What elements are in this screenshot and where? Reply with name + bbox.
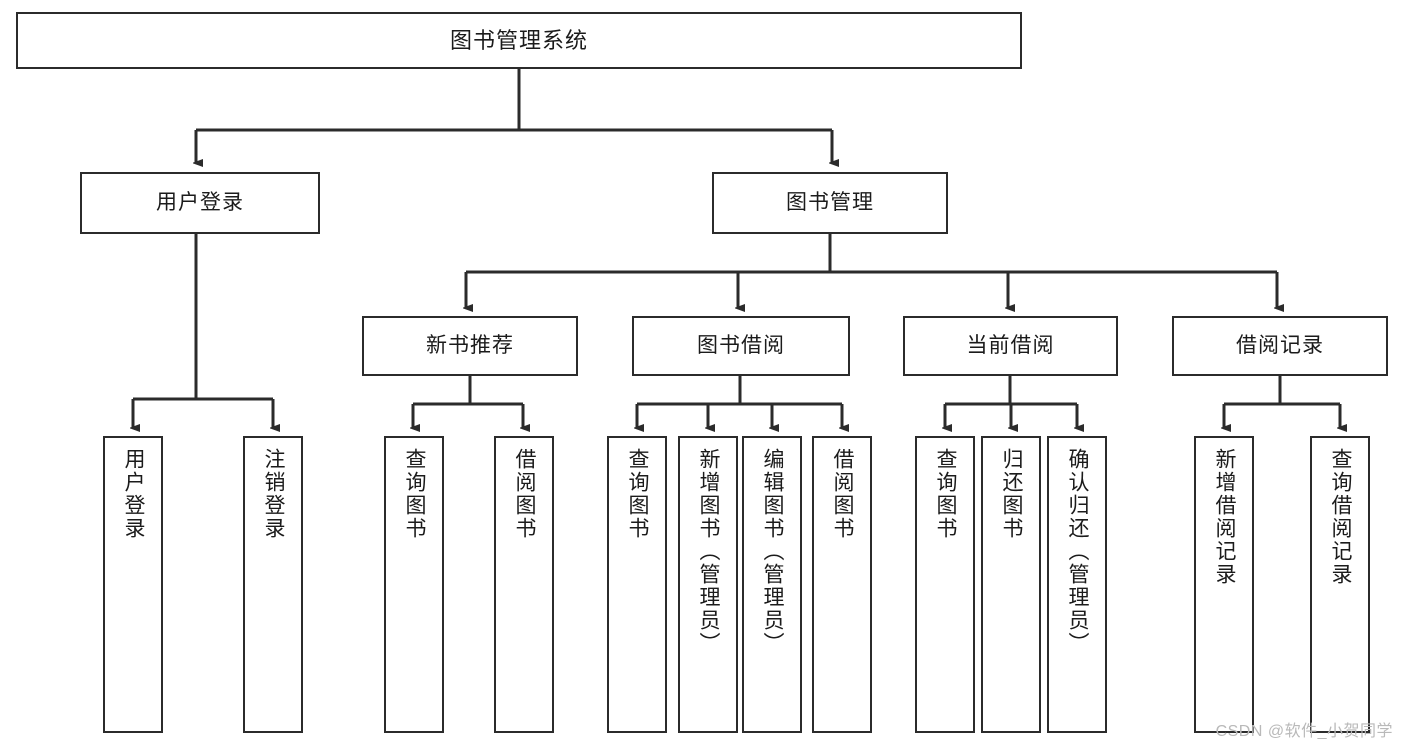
node-book-management-label: 图书管理 xyxy=(786,190,874,214)
node-leaf-user-login[interactable]: 用户登录 xyxy=(103,436,163,733)
node-book-borrow[interactable]: 图书借阅 xyxy=(632,316,850,376)
node-book-borrow-label: 图书借阅 xyxy=(697,333,785,357)
node-leaf-confirm-return[interactable]: 确认归还（管理员） xyxy=(1047,436,1107,733)
node-leaf-query-book-3-label: 查询图书 xyxy=(934,448,958,540)
node-leaf-confirm-return-label: 确认归还（管理员） xyxy=(1066,448,1090,655)
node-borrow-record-label: 借阅记录 xyxy=(1236,333,1324,357)
node-leaf-query-record[interactable]: 查询借阅记录 xyxy=(1310,436,1370,733)
node-leaf-query-record-label: 查询借阅记录 xyxy=(1329,448,1353,586)
node-leaf-borrow-book-2[interactable]: 借阅图书 xyxy=(812,436,872,733)
node-leaf-borrow-book-2-label: 借阅图书 xyxy=(831,448,855,540)
node-leaf-query-book-3[interactable]: 查询图书 xyxy=(915,436,975,733)
watermark: CSDN @软件_小贺同学 xyxy=(1215,723,1393,740)
node-leaf-edit-book-label: 编辑图书（管理员） xyxy=(761,448,785,655)
node-root-label: 图书管理系统 xyxy=(449,27,588,53)
node-current-borrow-label: 当前借阅 xyxy=(966,333,1055,357)
node-user-login-label: 用户登录 xyxy=(156,190,244,214)
node-leaf-add-record-label: 新增借阅记录 xyxy=(1213,448,1237,586)
node-leaf-add-book-label: 新增图书（管理员） xyxy=(697,448,721,655)
node-new-book-recommend[interactable]: 新书推荐 xyxy=(362,316,578,376)
node-current-borrow[interactable]: 当前借阅 xyxy=(903,316,1118,376)
node-leaf-user-logout[interactable]: 注销登录 xyxy=(243,436,303,733)
node-leaf-add-record[interactable]: 新增借阅记录 xyxy=(1194,436,1254,733)
node-leaf-borrow-book-1[interactable]: 借阅图书 xyxy=(494,436,554,733)
node-leaf-add-book[interactable]: 新增图书（管理员） xyxy=(678,436,738,733)
node-leaf-user-login-label: 用户登录 xyxy=(122,448,146,540)
node-leaf-query-book-1[interactable]: 查询图书 xyxy=(384,436,444,733)
node-leaf-return-book[interactable]: 归还图书 xyxy=(981,436,1041,733)
node-new-book-recommend-label: 新书推荐 xyxy=(426,333,514,357)
node-user-login[interactable]: 用户登录 xyxy=(80,172,320,234)
node-borrow-record[interactable]: 借阅记录 xyxy=(1172,316,1388,376)
node-leaf-query-book-2-label: 查询图书 xyxy=(626,448,650,540)
node-leaf-borrow-book-1-label: 借阅图书 xyxy=(513,448,537,540)
node-leaf-edit-book[interactable]: 编辑图书（管理员） xyxy=(742,436,802,733)
node-leaf-return-book-label: 归还图书 xyxy=(1000,448,1024,540)
node-leaf-query-book-2[interactable]: 查询图书 xyxy=(607,436,667,733)
node-root[interactable]: 图书管理系统 xyxy=(16,12,1022,69)
node-book-management[interactable]: 图书管理 xyxy=(712,172,948,234)
node-leaf-user-logout-label: 注销登录 xyxy=(262,448,286,540)
node-leaf-query-book-1-label: 查询图书 xyxy=(403,448,427,540)
